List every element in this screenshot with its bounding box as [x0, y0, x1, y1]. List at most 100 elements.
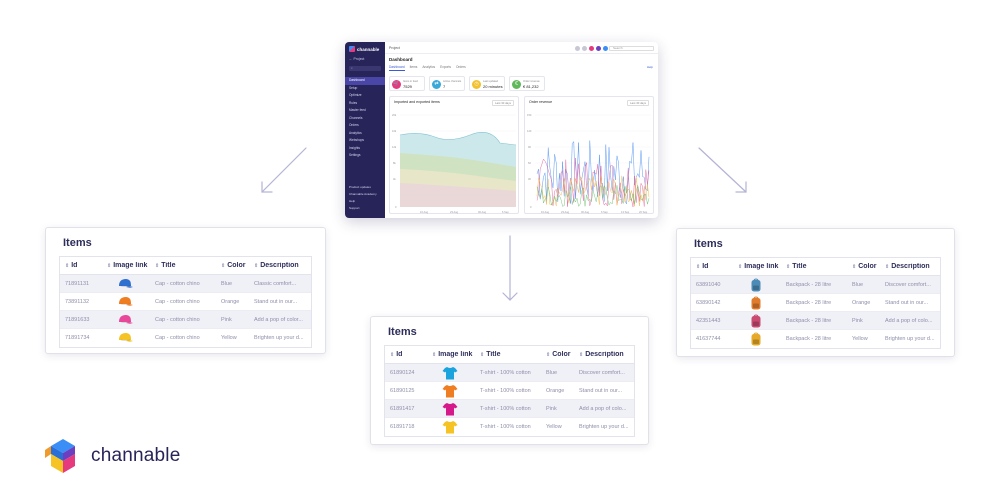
sidebar-item[interactable]: Master feed — [349, 108, 366, 112]
sort-icon[interactable]: ⇕ — [155, 263, 160, 269]
chart-range-select[interactable]: Last 30 days — [627, 100, 649, 106]
cell-id: 63891040 — [696, 281, 721, 288]
sort-icon[interactable]: ⇕ — [885, 264, 890, 270]
column-header-id[interactable]: ⇕Id — [385, 351, 432, 358]
sort-icon[interactable]: ⇕ — [786, 264, 791, 270]
column-header-id[interactable]: ⇕Id — [691, 263, 738, 270]
sidebar-item[interactable]: Settings — [349, 153, 361, 157]
sort-icon[interactable]: ⇕ — [107, 263, 112, 269]
column-header-label: Id — [396, 351, 403, 358]
backpack-icon — [751, 332, 761, 346]
sidebar-item[interactable]: Rules — [349, 100, 358, 105]
avatar[interactable] — [582, 46, 587, 51]
breadcrumb[interactable]: Project — [389, 46, 400, 50]
tab[interactable]: Dashboard — [389, 65, 405, 71]
cap-icon — [119, 296, 133, 306]
sort-icon[interactable]: ⇕ — [221, 263, 226, 269]
column-header-title[interactable]: ⇕Title — [155, 262, 221, 269]
sort-icon[interactable]: ⇕ — [390, 352, 395, 358]
cell-title: Cap - cotton chino — [155, 316, 200, 323]
sort-icon[interactable]: ⇕ — [738, 264, 743, 270]
sidebar-item[interactable]: Product updates — [349, 185, 371, 189]
cell-image — [107, 313, 155, 327]
sort-icon[interactable]: ⇕ — [65, 263, 70, 269]
column-header-img[interactable]: ⇕Image link — [738, 263, 786, 270]
tab[interactable]: Analytics — [422, 65, 436, 69]
avatar[interactable] — [596, 46, 601, 51]
cell-color: Orange — [546, 387, 565, 394]
revenue-series-line — [536, 184, 650, 207]
topbar-search-input[interactable]: Search — [609, 45, 654, 51]
tab[interactable]: Items — [409, 65, 418, 69]
tab[interactable]: Orders — [455, 65, 466, 69]
sidebar-item[interactable]: Orders — [349, 123, 359, 127]
cell-image — [432, 420, 480, 434]
column-header-img[interactable]: ⇕Image link — [107, 262, 155, 269]
column-header-desc[interactable]: ⇕Description — [579, 351, 634, 358]
items-card-backpacks: Items ⇕Id⇕Image link⇕Title⇕Color⇕Descrip… — [676, 228, 955, 357]
cap-icon — [119, 278, 133, 288]
card-title: Items — [63, 237, 92, 249]
tab[interactable]: Exports — [440, 65, 451, 69]
sidebar-item[interactable]: Channels — [349, 115, 363, 120]
sort-icon[interactable]: ⇕ — [546, 352, 551, 358]
column-header-img[interactable]: ⇕Image link — [432, 351, 480, 358]
column-header-color[interactable]: ⇕Color — [546, 351, 579, 358]
sort-icon[interactable]: ⇕ — [254, 263, 259, 269]
sidebar-item[interactable]: Webshops — [349, 138, 365, 142]
sidebar-item[interactable]: Help — [349, 199, 356, 203]
sidebar-item[interactable]: Channable Academy — [349, 192, 377, 196]
chart-title: Imported and exported items — [394, 100, 440, 104]
sidebar-item[interactable]: Insights — [349, 145, 360, 150]
cell-id: 61891417 — [390, 405, 415, 412]
column-header-desc[interactable]: ⇕Description — [254, 262, 311, 269]
svg-text:120: 120 — [527, 129, 532, 133]
sort-icon[interactable]: ⇕ — [579, 352, 584, 358]
avatar[interactable] — [603, 46, 608, 51]
avatar[interactable] — [589, 46, 594, 51]
column-header-label: Title — [792, 263, 807, 270]
sidebar-item[interactable]: Dashboard — [345, 77, 385, 85]
sidebar-search-input[interactable]: ⌕ — [349, 66, 381, 71]
avatar[interactable] — [575, 46, 580, 51]
sort-icon[interactable]: ⇕ — [852, 264, 857, 270]
column-header-color[interactable]: ⇕Color — [852, 263, 885, 270]
revenue-series-line — [536, 175, 650, 207]
column-header-title[interactable]: ⇕Title — [786, 263, 852, 270]
sort-icon[interactable]: ⇕ — [432, 352, 437, 358]
sidebar-item[interactable]: Setup — [349, 85, 358, 90]
column-header-desc[interactable]: ⇕Description — [885, 263, 940, 270]
sort-icon[interactable]: ⇕ — [480, 352, 485, 358]
svg-text:6 Sep: 6 Sep — [502, 210, 509, 214]
cell-image — [432, 366, 480, 380]
sidebar-item[interactable]: Optimize — [349, 93, 362, 97]
project-switcher[interactable]: ← Project — [349, 57, 365, 61]
sort-icon[interactable]: ⇕ — [696, 264, 701, 270]
sidebar-item[interactable]: Support — [349, 206, 360, 210]
column-header-color[interactable]: ⇕Color — [221, 262, 254, 269]
help-button[interactable]: Help — [646, 65, 653, 69]
sidebar-item[interactable]: Analytics — [349, 130, 362, 135]
column-header-title[interactable]: ⇕Title — [480, 351, 546, 358]
card-title: Items — [694, 238, 723, 250]
cell-image — [738, 278, 786, 292]
cell-image — [738, 296, 786, 310]
chart-range-select[interactable]: Last 30 days — [492, 100, 514, 106]
channel-icon: ⇄ — [432, 79, 441, 89]
column-header-id[interactable]: ⇕Id — [60, 262, 107, 269]
